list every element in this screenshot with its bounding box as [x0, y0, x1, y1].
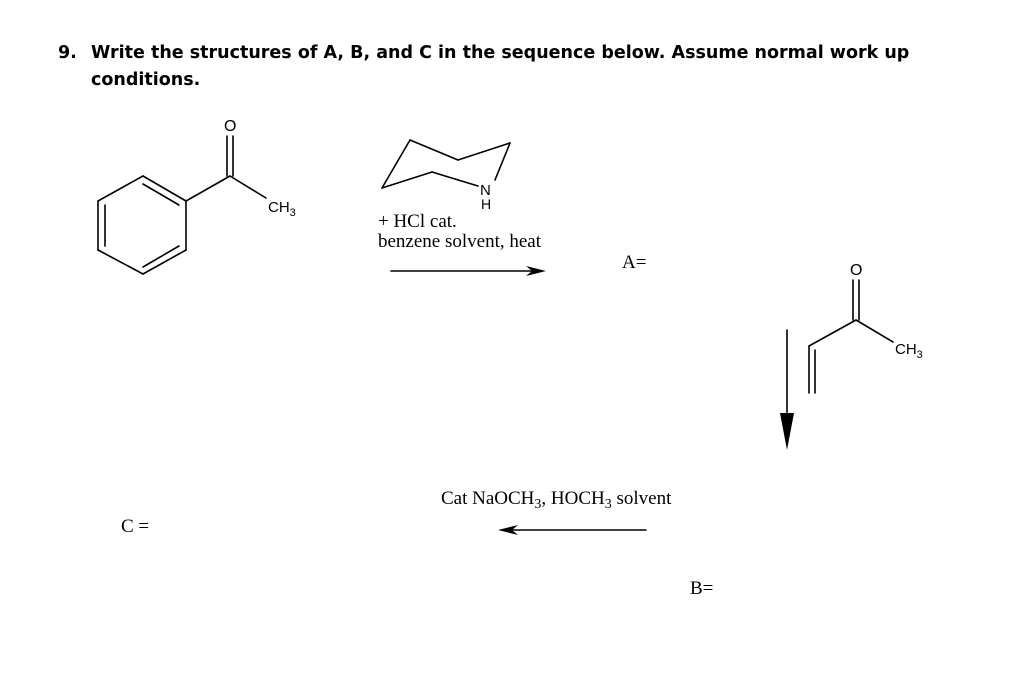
- arrow-3-head: [498, 525, 518, 535]
- question-number: 9.: [58, 43, 77, 63]
- step3-middle: , HOCH: [541, 488, 605, 509]
- product-a-label: A=: [622, 252, 647, 273]
- step3-sub1: 3: [534, 497, 542, 512]
- question: 9. Write the structures of A, B, and C i…: [58, 40, 938, 94]
- arrow-1-head: [526, 266, 546, 276]
- methyl-vinyl-ketone: [808, 279, 894, 394]
- step3-prefix: Cat NaOCH: [441, 488, 535, 509]
- benzene-ring: [97, 175, 187, 275]
- mvk-methyl-label: CH3: [895, 341, 923, 361]
- reagent-line-2: benzene solvent, heat: [378, 231, 542, 252]
- acetophenone-methyl-label: CH3: [268, 199, 296, 219]
- amine-nitrogen-label: N: [480, 182, 491, 199]
- piperidine-ring: [381, 139, 511, 189]
- step3-conditions: Cat NaOCH3, HOCH3 solvent: [441, 488, 672, 512]
- reagent-line-1: + HCl cat.: [378, 211, 457, 232]
- amine-hydrogen-label: H: [481, 196, 491, 212]
- step3-sub2: 3: [604, 497, 612, 512]
- product-b-label: B=: [690, 578, 714, 599]
- acetyl-group: [185, 135, 267, 202]
- mvk-oxygen-label: O: [850, 262, 862, 279]
- acetophenone-oxygen-label: O: [224, 118, 236, 135]
- reagent-conditions: + HCl cat. benzene solvent, heat: [378, 212, 541, 252]
- question-text: Write the structures of A, B, and C in t…: [91, 43, 910, 90]
- arrow-2-head: [780, 413, 794, 450]
- step3-suffix: solvent: [611, 488, 672, 509]
- product-c-label: C =: [121, 516, 150, 537]
